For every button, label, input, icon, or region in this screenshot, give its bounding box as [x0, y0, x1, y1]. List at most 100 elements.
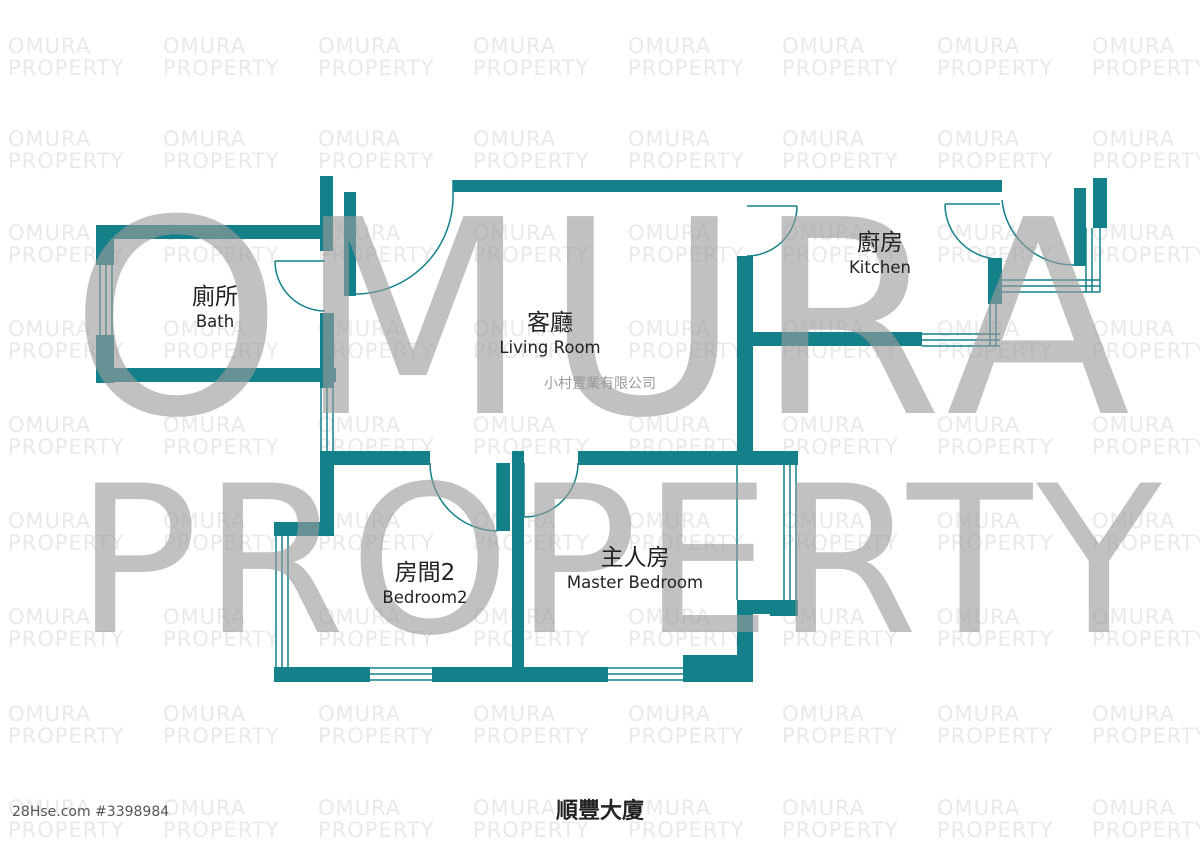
watermark-tile-line1: OMURA: [8, 702, 92, 726]
watermark-tile-line2: PROPERTY: [937, 531, 1054, 555]
door-living-kitchen-1: [746, 205, 798, 257]
watermark-tile-line1: OMURA: [8, 127, 92, 151]
watermark-tile-line1: OMURA: [628, 796, 712, 820]
watermark-tile-line2: PROPERTY: [163, 149, 280, 173]
watermark-tile-line1: OMURA: [8, 509, 92, 533]
watermark-tile-line1: OMURA: [1092, 413, 1176, 437]
wall-kitchen-bottom: [750, 332, 922, 346]
listing-id: 28Hse.com #3398984: [12, 804, 170, 820]
watermark-tile-line2: PROPERTY: [473, 339, 590, 363]
room-label-bath: 廁所 Bath: [165, 283, 265, 333]
watermark-tile-line1: OMURA: [782, 127, 866, 151]
wall-bath-bottom: [96, 368, 336, 382]
watermark-tile-line2: PROPERTY: [628, 339, 745, 363]
watermark-tile-line2: PROPERTY: [782, 531, 899, 555]
wall-entry-left: [344, 192, 356, 296]
watermark-tile-line2: PROPERTY: [937, 243, 1054, 267]
door-bed2: [429, 462, 498, 532]
watermark-tile-line1: OMURA: [937, 605, 1021, 629]
wall-bath-top: [96, 225, 332, 239]
window-master-bottom: [608, 667, 683, 681]
watermark-tile-line2: PROPERTY: [782, 724, 899, 748]
watermark-tile-line2: PROPERTY: [782, 435, 899, 459]
watermark-tile-line2: PROPERTY: [937, 724, 1054, 748]
window-bath: [99, 265, 113, 335]
watermark-tile-line1: OMURA: [473, 221, 557, 245]
watermark-tile-line2: PROPERTY: [628, 149, 745, 173]
watermark-tile-line1: OMURA: [8, 605, 92, 629]
watermark-tile-line1: OMURA: [1092, 127, 1176, 151]
watermark-tile-line2: PROPERTY: [473, 724, 590, 748]
watermark-tile-line1: OMURA: [782, 413, 866, 437]
walls: [96, 176, 1107, 682]
room-bath-en: Bath: [195, 312, 235, 331]
wall-top: [453, 180, 1002, 192]
watermark-tile-line1: OMURA: [782, 605, 866, 629]
watermark-tile-line2: PROPERTY: [318, 149, 435, 173]
watermark-tile-line2: PROPERTY: [163, 243, 280, 267]
wall-master-top: [578, 451, 798, 465]
watermark-tile-line1: OMURA: [782, 34, 866, 58]
watermark-tile-line1: OMURA: [318, 413, 402, 437]
wall-bedrooms-divider: [512, 451, 524, 681]
wall-bottom-mid: [432, 667, 608, 682]
watermark-tile-line2: PROPERTY: [937, 149, 1054, 173]
room-bedroom2-en: Bedroom2: [382, 588, 468, 607]
room-bath-zh: 廁所: [192, 284, 238, 310]
watermark-tile-line2: PROPERTY: [782, 627, 899, 651]
watermark-tile-line2: PROPERTY: [1092, 435, 1200, 459]
watermark-tile-line1: OMURA: [473, 796, 557, 820]
watermark-tile-line2: PROPERTY: [1092, 56, 1200, 80]
watermark-tile-line1: OMURA: [1092, 221, 1176, 245]
watermark-tile-line1: OMURA: [628, 127, 712, 151]
windows: [99, 228, 1101, 681]
watermark-tile-line1: OMURA: [628, 702, 712, 726]
watermark-tile-line1: OMURA: [628, 413, 712, 437]
watermark-tile-line1: OMURA: [8, 796, 92, 820]
room-label-living: 客廳 Living Room: [470, 309, 630, 359]
wall-bed2-left: [320, 451, 334, 531]
watermark-tile-line2: PROPERTY: [628, 531, 745, 555]
watermark-tile-line1: OMURA: [937, 413, 1021, 437]
watermark-tile-line2: PROPERTY: [318, 818, 435, 842]
watermark-tile-line2: PROPERTY: [782, 243, 899, 267]
watermark-tile-line2: PROPERTY: [1092, 149, 1200, 173]
watermark-tile-line1: OMURA: [782, 221, 866, 245]
watermark-tile-line2: PROPERTY: [473, 149, 590, 173]
watermark-tile-line1: OMURA: [318, 34, 402, 58]
room-kitchen-zh: 廚房: [857, 230, 903, 256]
watermark-tile-line2: PROPERTY: [1092, 724, 1200, 748]
room-master-en: Master Bedroom: [566, 573, 704, 592]
watermark-tile-line2: PROPERTY: [473, 435, 590, 459]
room-label-kitchen: 廚房 Kitchen: [820, 229, 940, 279]
watermark-tile-line1: OMURA: [163, 796, 247, 820]
watermark-tile-line2: PROPERTY: [8, 531, 125, 555]
watermark-tile-line2: PROPERTY: [8, 435, 125, 459]
wall-bath-door-jamb: [320, 176, 333, 251]
window-bed2-left: [275, 536, 289, 667]
